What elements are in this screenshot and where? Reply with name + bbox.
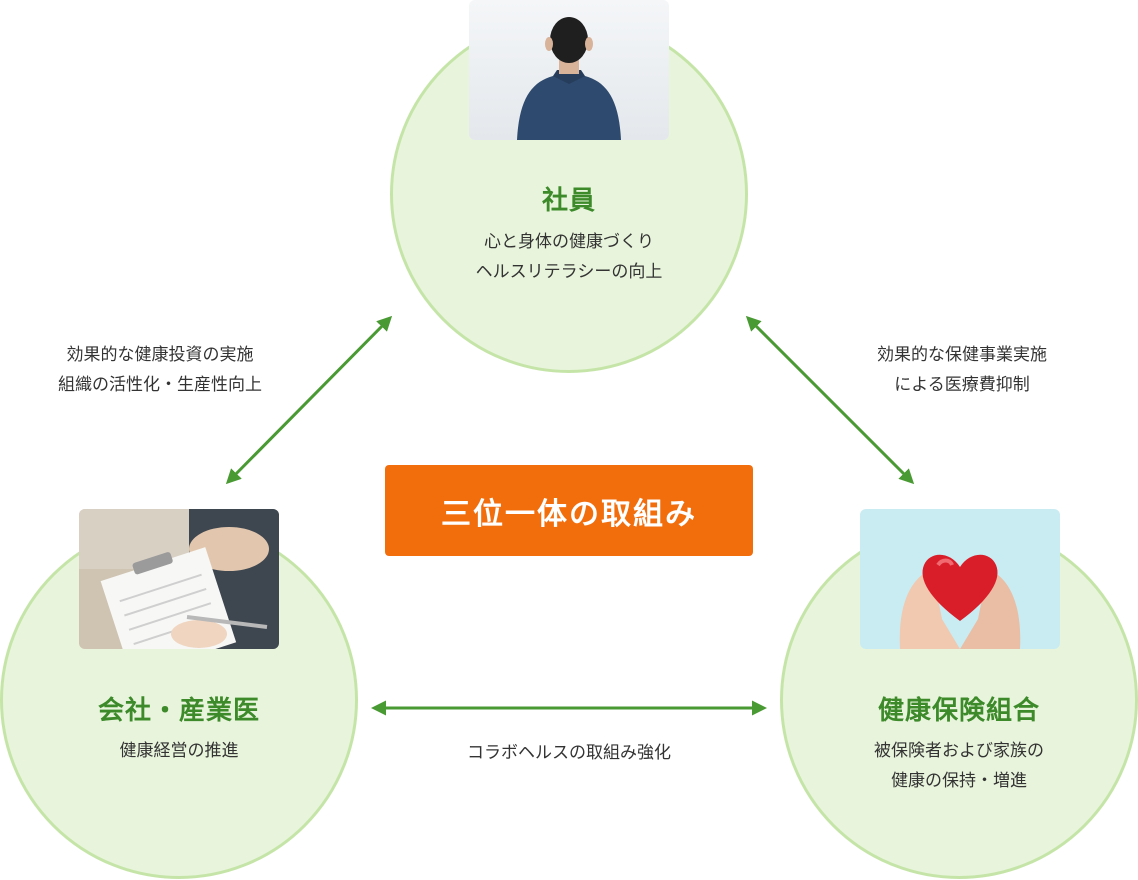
clipboard-consultation-photo-icon <box>79 509 279 649</box>
center-label-box: 三位一体の取組み <box>385 465 753 556</box>
employee-description-line: 心と身体の健康づくり <box>484 232 654 252</box>
hands-holding-heart-photo-icon <box>860 509 1060 649</box>
company-title: 会社・産業医 <box>97 696 260 726</box>
employee-title: 社員 <box>541 186 596 216</box>
edge-label-line: 効果的な健康投資の実施 <box>66 345 254 365</box>
edge-label-line: 効果的な保健事業実施 <box>877 345 1047 365</box>
arrow-employee-insurance <box>745 315 915 485</box>
insurance-title: 健康保険組合 <box>877 696 1040 726</box>
center-label: 三位一体の取組み <box>441 496 697 532</box>
edge-label-employee-company: 効果的な健康投資の実施 組織の活性化・生産性向上 <box>10 340 310 400</box>
arrow-employee-company <box>225 315 393 485</box>
edge-label-company-insurance: コラボヘルスの取組み強化 <box>419 738 719 768</box>
insurance-description: 被保険者および家族の 健康の保持・増進 <box>809 736 1109 796</box>
employee-description-line: ヘルスリテラシーの向上 <box>475 262 663 282</box>
company-description-line: 健康経営の推進 <box>119 741 239 761</box>
edge-label-employee-insurance: 効果的な保健事業実施 による医療費抑制 <box>812 340 1112 400</box>
edge-label-line: コラボヘルスの取組み強化 <box>467 743 671 763</box>
company-description: 健康経営の推進 <box>29 736 329 766</box>
employee-description: 心と身体の健康づくり ヘルスリテラシーの向上 <box>419 227 719 287</box>
insurance-description-line: 健康の保持・増進 <box>891 771 1027 791</box>
insurance-description-line: 被保険者および家族の <box>874 741 1044 761</box>
edge-label-line: による医療費抑制 <box>894 375 1030 395</box>
businessman-back-photo-icon <box>469 0 669 140</box>
edge-label-line: 組織の活性化・生産性向上 <box>58 375 262 395</box>
